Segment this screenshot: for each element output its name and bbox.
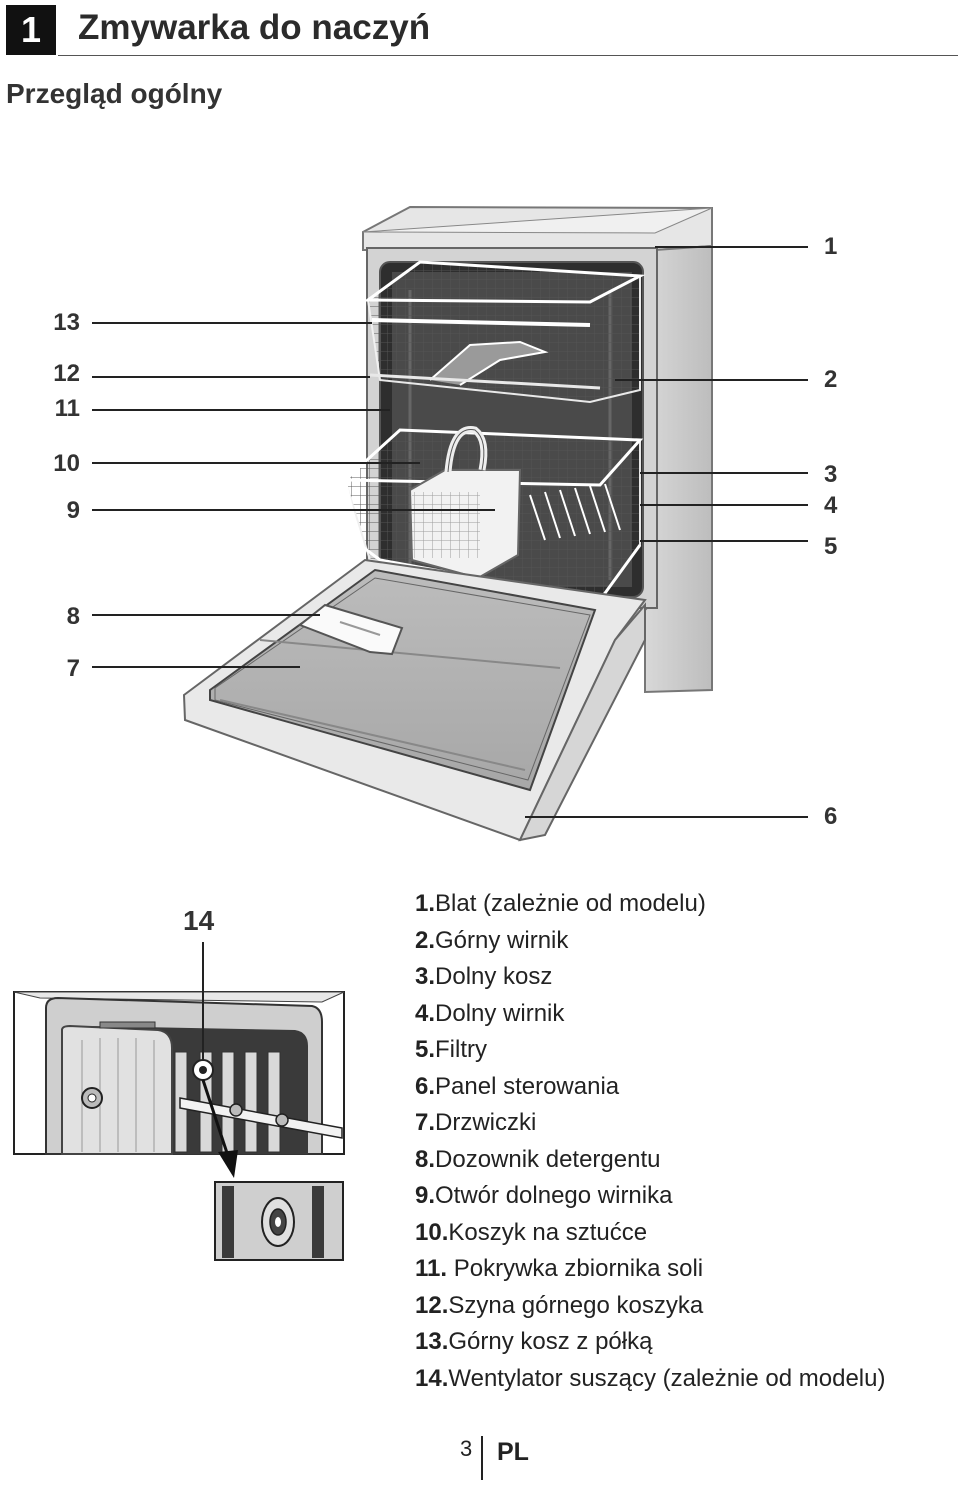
legend-num: 13.: [415, 1328, 449, 1355]
legend-text: Otwór dolnego wirnika: [435, 1182, 673, 1209]
header-rule: [58, 55, 958, 56]
legend-text: Koszyk na sztućce: [448, 1218, 648, 1246]
legend-item: 10.Koszyk na sztućce: [415, 1215, 885, 1252]
callout-1: 1: [824, 233, 838, 260]
callout-10: 10: [53, 450, 80, 477]
legend-num: 1.: [415, 890, 436, 917]
callout-4: 4: [824, 492, 838, 519]
legend-text: Dolny wirnik: [435, 999, 565, 1027]
legend-num: 8.: [415, 1145, 436, 1173]
callout-11: 11: [54, 395, 80, 422]
detergent-dispenser: [298, 603, 404, 656]
legend-num: 7.: [415, 1109, 436, 1136]
legend-item: 11. Pokrywka zbiornika soli: [415, 1251, 885, 1288]
legend-text: Panel sterowania: [435, 1072, 620, 1100]
legend-item: 14.Wentylator suszący (zależnie od model…: [415, 1361, 885, 1398]
callout-12: 12: [53, 360, 80, 387]
callout-2: 2: [824, 366, 838, 393]
legend-num: 11.: [415, 1255, 448, 1282]
chapter-number-box: 1: [6, 5, 56, 55]
legend-num: 9.: [415, 1182, 436, 1209]
legend-text: Górny kosz z półką: [448, 1328, 653, 1355]
legend-num: 12.: [415, 1291, 449, 1319]
legend-num: 5.: [415, 1036, 436, 1063]
callout-9: 9: [66, 497, 80, 524]
legend-item: 12.Szyna górnego koszyka: [415, 1288, 885, 1325]
drying-fan-inset-illustration: [13, 942, 345, 1261]
callout-7: 7: [66, 655, 80, 682]
legend-item: 3.Dolny kosz: [415, 959, 885, 996]
legend-num: 3.: [415, 963, 436, 990]
callout-14: 14: [183, 905, 215, 936]
cutlery-basket: [408, 426, 522, 580]
legend-text: Wentylator suszący (zależnie od modelu): [448, 1364, 886, 1392]
callout-13: 13: [53, 309, 80, 336]
legend-text: Dozownik detergentu: [435, 1145, 661, 1173]
legend-num: 10.: [415, 1218, 449, 1246]
control-panel-edge: [518, 602, 646, 842]
legend-text: Blat (zależnie od modelu): [435, 890, 706, 917]
callout-3: 3: [824, 461, 838, 488]
legend-num: 14.: [415, 1364, 449, 1392]
callout-6: 6: [824, 803, 838, 830]
legend-text: Drzwiczki: [435, 1109, 537, 1136]
dishwasher-illustration: [92, 205, 808, 842]
callout-8: 8: [66, 603, 80, 630]
callout-5: 5: [824, 533, 838, 560]
legend-text: Górny wirnik: [435, 926, 569, 954]
legend-text: Pokrywka zbiornika soli: [447, 1255, 704, 1282]
legend-item: 4.Dolny wirnik: [415, 996, 885, 1033]
legend-item: 5.Filtry: [415, 1032, 885, 1069]
section-title: Przegląd ogólny: [6, 78, 223, 109]
language-code: PL: [497, 1438, 529, 1466]
legend-text: Filtry: [435, 1036, 487, 1063]
legend-item: 1.Blat (zależnie od modelu): [415, 886, 885, 923]
legend-item: 13.Górny kosz z półką: [415, 1324, 885, 1361]
chapter-title: Zmywarka do naczyń: [78, 8, 431, 47]
legend-item: 9.Otwór dolnego wirnika: [415, 1178, 885, 1215]
legend-text: Szyna górnego koszyka: [448, 1291, 704, 1319]
upper-basket: [366, 260, 641, 404]
legend-item: 2.Górny wirnik: [415, 923, 885, 960]
legend-num: 4.: [415, 999, 436, 1027]
legend-item: 8.Dozownik detergentu: [415, 1142, 885, 1179]
legend-num: 6.: [415, 1072, 436, 1100]
legend-text: Dolny kosz: [435, 963, 553, 990]
parts-legend: 1.Blat (zależnie od modelu) 2.Górny wirn…: [415, 886, 885, 1397]
legend-item: 6.Panel sterowania: [415, 1069, 885, 1106]
page-number: 3: [460, 1436, 473, 1461]
footer-separator: [481, 1436, 483, 1480]
legend-num: 2.: [415, 926, 436, 954]
legend-item: 7.Drzwiczki: [415, 1105, 885, 1142]
